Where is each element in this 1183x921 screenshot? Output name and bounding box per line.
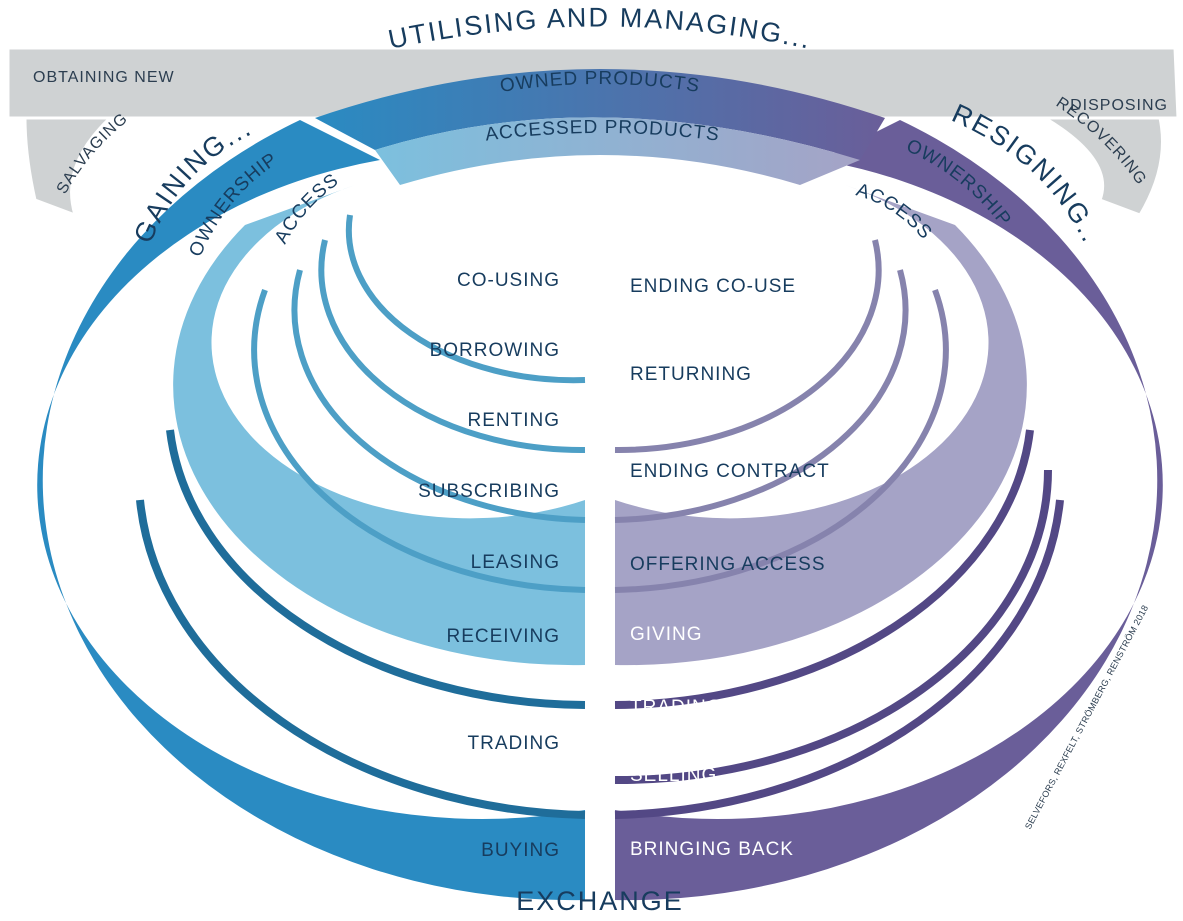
exchange-text: EXCHANGE <box>516 886 684 916</box>
access-ring-left <box>173 185 585 666</box>
access-ring-right <box>615 185 1027 666</box>
right-ownership-item: TRADING <box>630 697 723 718</box>
ownership-bands <box>136 429 1064 819</box>
disposing-text: DISPOSING <box>1070 97 1168 114</box>
left-access-item: CO-USING <box>457 270 560 291</box>
inner-hole <box>390 150 810 310</box>
right-access-item: RETURNING <box>630 364 752 385</box>
access-label-right: ACCESS <box>854 180 937 244</box>
left-access-item: LEASING <box>471 552 560 573</box>
right-ownership-item: SELLING <box>630 765 717 786</box>
right-access-item: ENDING CO-USE <box>630 276 796 297</box>
ownership-ring-left <box>37 120 585 901</box>
obtaining-new-text: OBTAINING NEW <box>33 69 175 86</box>
accessed-products-band <box>375 117 860 185</box>
right-access-item: OFFERING ACCESS <box>630 554 826 575</box>
access-bands <box>251 214 949 593</box>
right-access-item: ENDING CONTRACT <box>630 461 830 482</box>
ownership-ring-right <box>615 120 1163 901</box>
left-ownership-item: RECEIVING <box>446 626 560 647</box>
right-ownership-item: BRINGING BACK <box>630 839 794 860</box>
left-access-item: BORROWING <box>430 340 560 361</box>
center-gap <box>588 250 612 921</box>
right-ownership-item: GIVING <box>630 624 703 645</box>
left-ownership-item: BUYING <box>481 840 560 861</box>
left-ownership-item: TRADING <box>468 733 561 754</box>
left-access-item: SUBSCRIBING <box>418 481 560 502</box>
owned-products-band <box>315 69 885 160</box>
left-access-item: RENTING <box>468 410 561 431</box>
